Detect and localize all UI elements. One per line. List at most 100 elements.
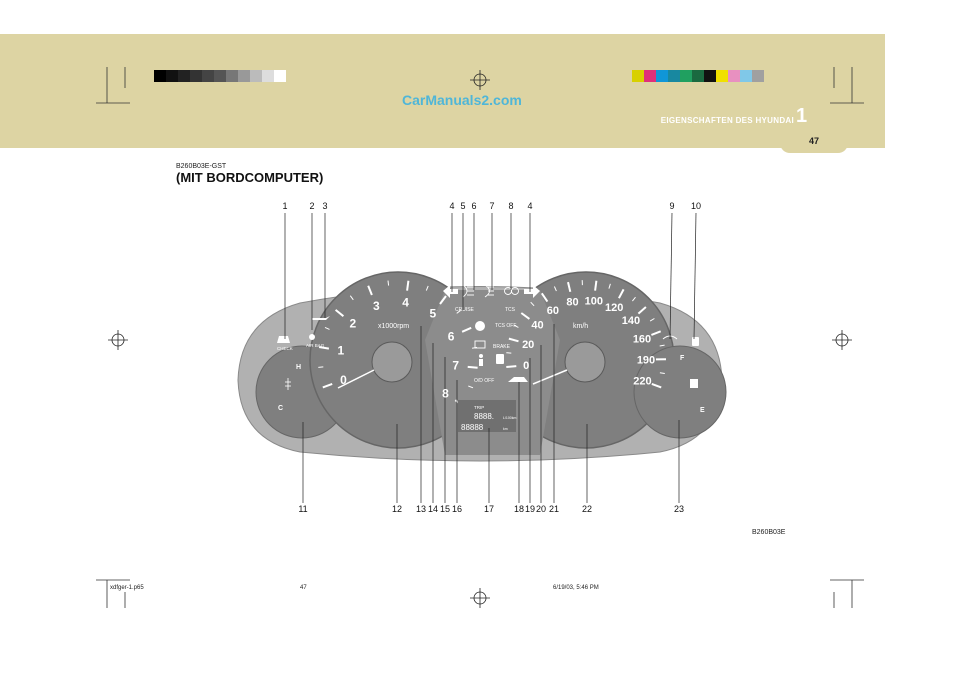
trip-line2-unit: km <box>503 427 508 431</box>
speedometer-tick <box>567 281 572 293</box>
color-swatch-3 <box>668 70 680 82</box>
tachometer-tick <box>322 382 333 389</box>
car-trunk-icon <box>508 377 528 382</box>
tachometer-tick <box>387 280 390 286</box>
speedometer-number-40: 40 <box>531 320 543 332</box>
temperature-icon <box>285 378 291 390</box>
registration-mark-top <box>470 70 490 90</box>
oil-pressure-icon <box>312 316 330 320</box>
speedometer-tick <box>520 312 530 320</box>
tachometer-number-6: 6 <box>448 330 455 344</box>
gray-swatch-10 <box>274 70 286 82</box>
speedometer-hub <box>564 341 606 383</box>
turn-signal-left-icon <box>443 285 458 298</box>
page-number: 47 <box>808 136 819 146</box>
door-open-icon <box>496 354 504 364</box>
color-swatch-9 <box>740 70 752 82</box>
callout-top-7: 8 <box>508 201 513 211</box>
tachometer-tick <box>439 295 447 305</box>
speedometer-tick <box>508 337 519 343</box>
callout-bottom-21: 21 <box>549 504 559 514</box>
speedometer-ticks <box>506 280 667 389</box>
callout-top-5: 6 <box>471 201 476 211</box>
footer-file: xdfger-1.p65 <box>110 585 144 591</box>
fuel-gauge <box>633 345 727 439</box>
page-number-tab: 47 <box>780 131 848 153</box>
color-swatch-1 <box>644 70 656 82</box>
callout-top-0: 1 <box>282 201 287 211</box>
front-fog-icon <box>462 284 474 298</box>
airbag-icon <box>309 334 315 340</box>
section-code: B260B03E-GST <box>176 163 227 170</box>
gray-swatch-4 <box>202 70 214 82</box>
figure-code: B260B03E <box>752 529 786 536</box>
tachometer-number-1: 1 <box>337 344 344 358</box>
callout-bottom-23: 23 <box>674 504 684 514</box>
registration-mark-right <box>832 330 852 350</box>
speedometer-tick <box>651 382 662 389</box>
callout-bottom-13: 13 <box>416 504 426 514</box>
chapter-title: EIGENSCHAFTEN DES HYUNDAI <box>660 116 794 125</box>
temp-hot-label: H <box>296 364 301 371</box>
tcs-label: TCS <box>505 307 516 313</box>
fuel-empty-label: E <box>700 407 705 414</box>
color-calibration-bar <box>632 70 764 82</box>
trip-line2: 88888 <box>461 423 484 432</box>
callout-bottom-17: 17 <box>484 504 494 514</box>
speedometer-number-80: 80 <box>566 297 578 309</box>
tachometer-number-0: 0 <box>340 373 347 387</box>
speedometer-tick <box>594 280 598 291</box>
brake-label: BRAKE <box>493 344 511 350</box>
footer-page: 47 <box>300 585 307 591</box>
callout-leader-lines <box>284 212 697 503</box>
gray-swatch-2 <box>178 70 190 82</box>
color-swatch-6 <box>704 70 716 82</box>
callout-top-3: 4 <box>449 201 454 211</box>
tachometer-tick <box>334 309 345 317</box>
callout-bottom-16: 16 <box>452 504 462 514</box>
tachometer-number-3: 3 <box>373 299 380 313</box>
trip-line1: 8888. <box>474 412 494 421</box>
trip-line1-unit: L/100km <box>503 416 517 420</box>
turn-signal-right-icon <box>524 285 540 298</box>
tachometer-tick <box>406 280 410 291</box>
speedometer-number-140: 140 <box>622 315 640 327</box>
speedometer-tick <box>540 292 549 303</box>
registration-mark-bottom <box>470 588 490 608</box>
callout-top-6: 7 <box>489 201 494 211</box>
color-swatch-4 <box>680 70 692 82</box>
tachometer-tick <box>324 326 330 330</box>
speedometer-number-220: 220 <box>633 376 651 388</box>
tachometer-tick <box>472 346 478 349</box>
tachometer-tick <box>318 366 324 368</box>
registration-mark-left <box>108 330 128 350</box>
gray-swatch-3 <box>190 70 202 82</box>
cruise-label: CRUISE <box>455 307 475 313</box>
speedometer-tick <box>608 283 611 289</box>
speedometer-number-20: 20 <box>522 339 534 351</box>
section-heading: (MIT BORDCOMPUTER) <box>176 170 324 185</box>
callout-bottom-14: 14 <box>428 504 438 514</box>
callout-bottom-18: 18 <box>514 504 524 514</box>
speedometer-tick <box>632 296 636 302</box>
speedometer-unit: km/h <box>573 323 588 330</box>
tachometer-needle <box>337 369 375 389</box>
gray-swatch-6 <box>226 70 238 82</box>
tachometer-number-5: 5 <box>429 307 436 321</box>
crop-marks <box>96 67 864 608</box>
watermark-link[interactable]: CarManuals2.com <box>402 92 522 108</box>
tachometer-number-8: 8 <box>442 386 449 400</box>
color-swatch-8 <box>728 70 740 82</box>
color-swatch-7 <box>716 70 728 82</box>
speedometer-tick <box>530 301 535 307</box>
tachometer-tick <box>367 285 373 296</box>
gray-swatch-1 <box>166 70 178 82</box>
abs-icon <box>475 321 485 331</box>
tachometer-tick <box>461 326 472 333</box>
speedometer-number-100: 100 <box>585 296 603 308</box>
gray-swatch-5 <box>214 70 226 82</box>
